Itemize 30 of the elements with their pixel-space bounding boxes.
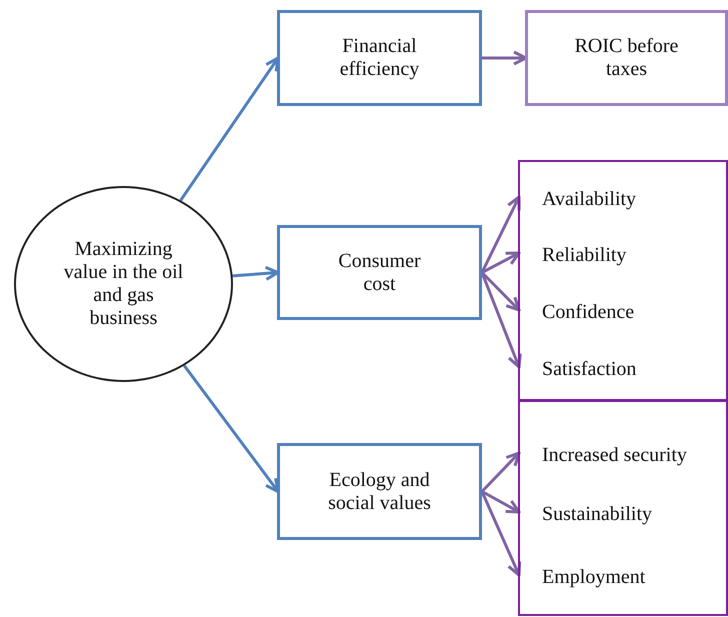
arrow bbox=[481, 252, 520, 274]
list-item-text: Increased security bbox=[542, 444, 687, 466]
category-box bbox=[277, 443, 482, 540]
arrow bbox=[480, 271, 520, 312]
list-item-text: Availability bbox=[542, 188, 636, 210]
box-text: Ecology and social values bbox=[328, 468, 431, 514]
goal-text: Maximizing value in the oil and gas business bbox=[62, 238, 184, 330]
arrow bbox=[183, 364, 280, 493]
arrow bbox=[480, 490, 522, 576]
arrow bbox=[179, 56, 280, 202]
arrow bbox=[482, 50, 528, 66]
list-item-text: Satisfaction bbox=[542, 358, 636, 380]
arrow bbox=[481, 490, 520, 514]
arrow bbox=[480, 272, 522, 368]
arrow bbox=[232, 266, 280, 281]
list-item-text: Sustainability bbox=[542, 502, 652, 526]
category-box bbox=[277, 225, 482, 320]
group-panel bbox=[518, 160, 728, 401]
list-item-text: Confidence bbox=[542, 300, 634, 324]
arrow bbox=[480, 196, 521, 274]
category-box bbox=[277, 10, 482, 106]
arrow bbox=[480, 452, 520, 493]
list-item-text: Employment bbox=[542, 566, 646, 588]
group-panel bbox=[518, 400, 728, 616]
metric-box bbox=[525, 10, 728, 106]
goal-ellipse bbox=[14, 186, 233, 382]
box-text: Consumer cost bbox=[337, 250, 422, 296]
box-text: ROIC before taxes bbox=[574, 35, 680, 81]
box-text: Financial efficiency bbox=[338, 35, 420, 81]
list-item-text: Reliability bbox=[542, 244, 626, 266]
